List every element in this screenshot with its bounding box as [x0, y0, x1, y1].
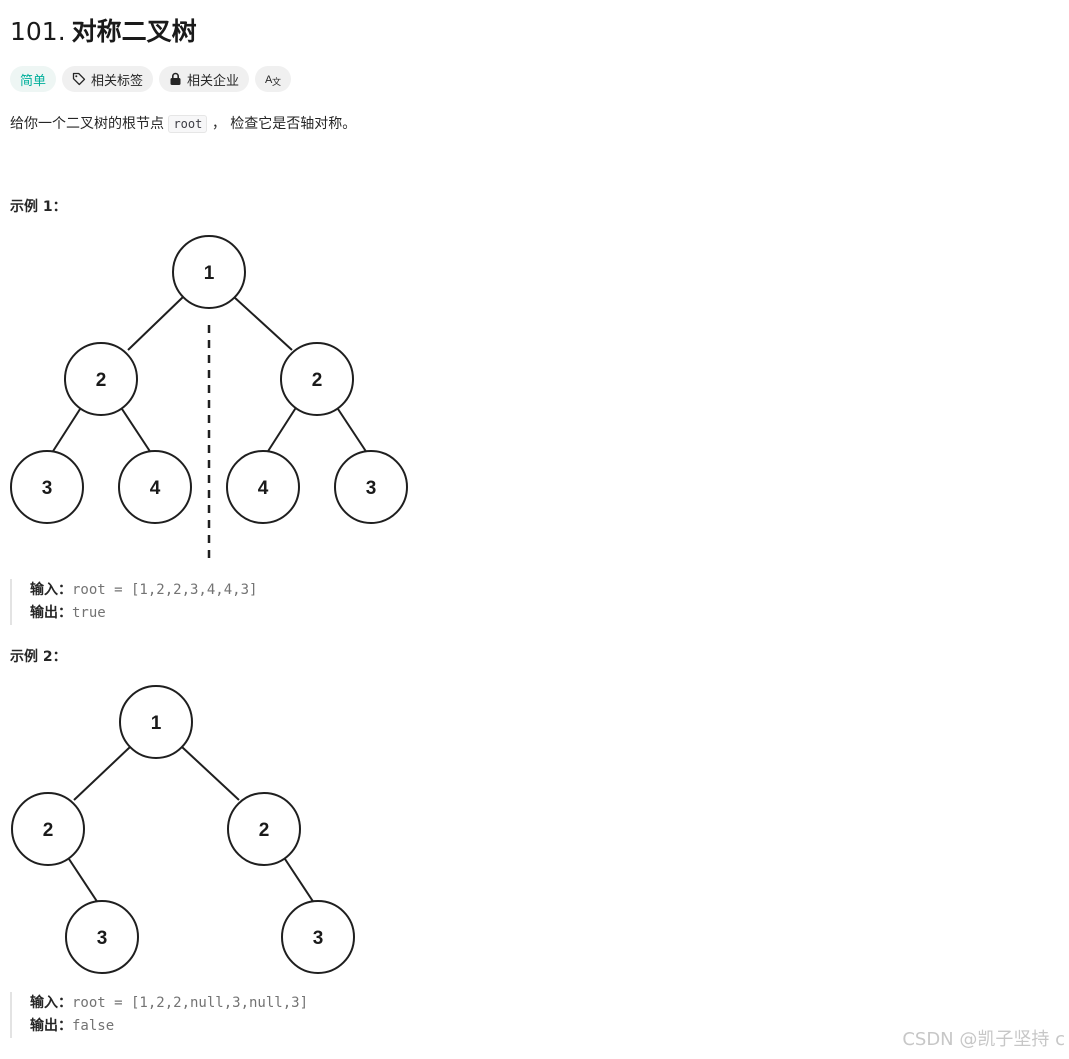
input-label: 输入：: [30, 582, 72, 598]
example-1-io: 输入：root = [1,2,2,3,4,4,3] 输出：true: [10, 579, 257, 625]
node-label: 3: [42, 478, 53, 499]
input-value: root = [1,2,2,null,3,null,3]: [72, 995, 309, 1011]
tree-node: [64, 342, 138, 416]
node-label: 2: [43, 820, 54, 841]
example-2-tree-diagram: 1 2 2 3 3: [11, 685, 355, 974]
node-label: 3: [97, 928, 108, 949]
inline-code: root: [168, 115, 208, 133]
edge: [335, 405, 372, 460]
tree-node: [334, 450, 408, 524]
output-label: 输出：: [30, 605, 72, 621]
problem-title: 101.对称二叉树: [10, 12, 197, 48]
tree-node: [10, 450, 84, 524]
edge: [119, 405, 156, 460]
node-label: 1: [204, 263, 215, 284]
example-1-tree-diagram: 1 2 2 3 4 4 3: [10, 235, 408, 562]
node-label: 4: [258, 478, 269, 499]
node-label: 2: [96, 370, 107, 391]
tree-node: [280, 342, 354, 416]
svg-text:文: 文: [272, 76, 281, 86]
problem-description: 给你一个二叉树的根节点 root ， 检查它是否轴对称。: [10, 113, 356, 133]
edge: [66, 855, 103, 910]
related-tags-label: 相关标签: [91, 73, 144, 89]
related-companies-label: 相关企业: [187, 73, 240, 89]
node-label: 4: [150, 478, 161, 499]
tree-node: [119, 685, 193, 759]
input-value: root = [1,2,2,3,4,4,3]: [72, 582, 258, 598]
description-text-after: ， 检查它是否轴对称。: [211, 116, 357, 132]
edge: [127, 296, 184, 351]
example-2-title: 示例 2：: [10, 649, 67, 665]
related-companies-button[interactable]: 相关企业: [159, 66, 250, 92]
difficulty-badge[interactable]: 简单: [10, 66, 57, 92]
description-text-before: 给你一个二叉树的根节点: [10, 116, 164, 132]
tree-node: [11, 792, 85, 866]
problem-name: 对称二叉树: [71, 17, 197, 46]
edge: [181, 746, 240, 801]
node-label: 2: [312, 370, 323, 391]
tree-node: [118, 450, 192, 524]
node-label: 2: [259, 820, 270, 841]
edge: [262, 405, 298, 460]
node-label: 3: [313, 928, 324, 949]
difficulty-label: 简单: [20, 73, 47, 89]
output-value: true: [72, 605, 106, 621]
tree-node: [65, 900, 139, 974]
tag-icon: [72, 72, 86, 86]
example-2-io: 输入：root = [1,2,2,null,3,null,3] 输出：false: [10, 992, 308, 1038]
edge: [233, 296, 293, 351]
edge: [73, 746, 131, 801]
tree-node: [172, 235, 246, 309]
tree-node: [226, 450, 300, 524]
tree-node: [281, 900, 355, 974]
edge: [282, 855, 319, 910]
input-label: 输入：: [30, 995, 72, 1011]
edge: [47, 405, 83, 460]
tree-node: [227, 792, 301, 866]
output-label: 输出：: [30, 1018, 72, 1034]
lock-icon: [169, 72, 182, 86]
svg-text:A: A: [265, 74, 273, 86]
watermark: CSDN @凯子坚持 c: [902, 1029, 1065, 1050]
output-value: false: [72, 1018, 115, 1034]
node-label: 3: [366, 478, 377, 499]
node-label: 1: [151, 713, 162, 734]
problem-number: 101.: [10, 17, 66, 46]
example-1-title: 示例 1：: [10, 199, 67, 215]
related-tags-button[interactable]: 相关标签: [62, 66, 154, 92]
